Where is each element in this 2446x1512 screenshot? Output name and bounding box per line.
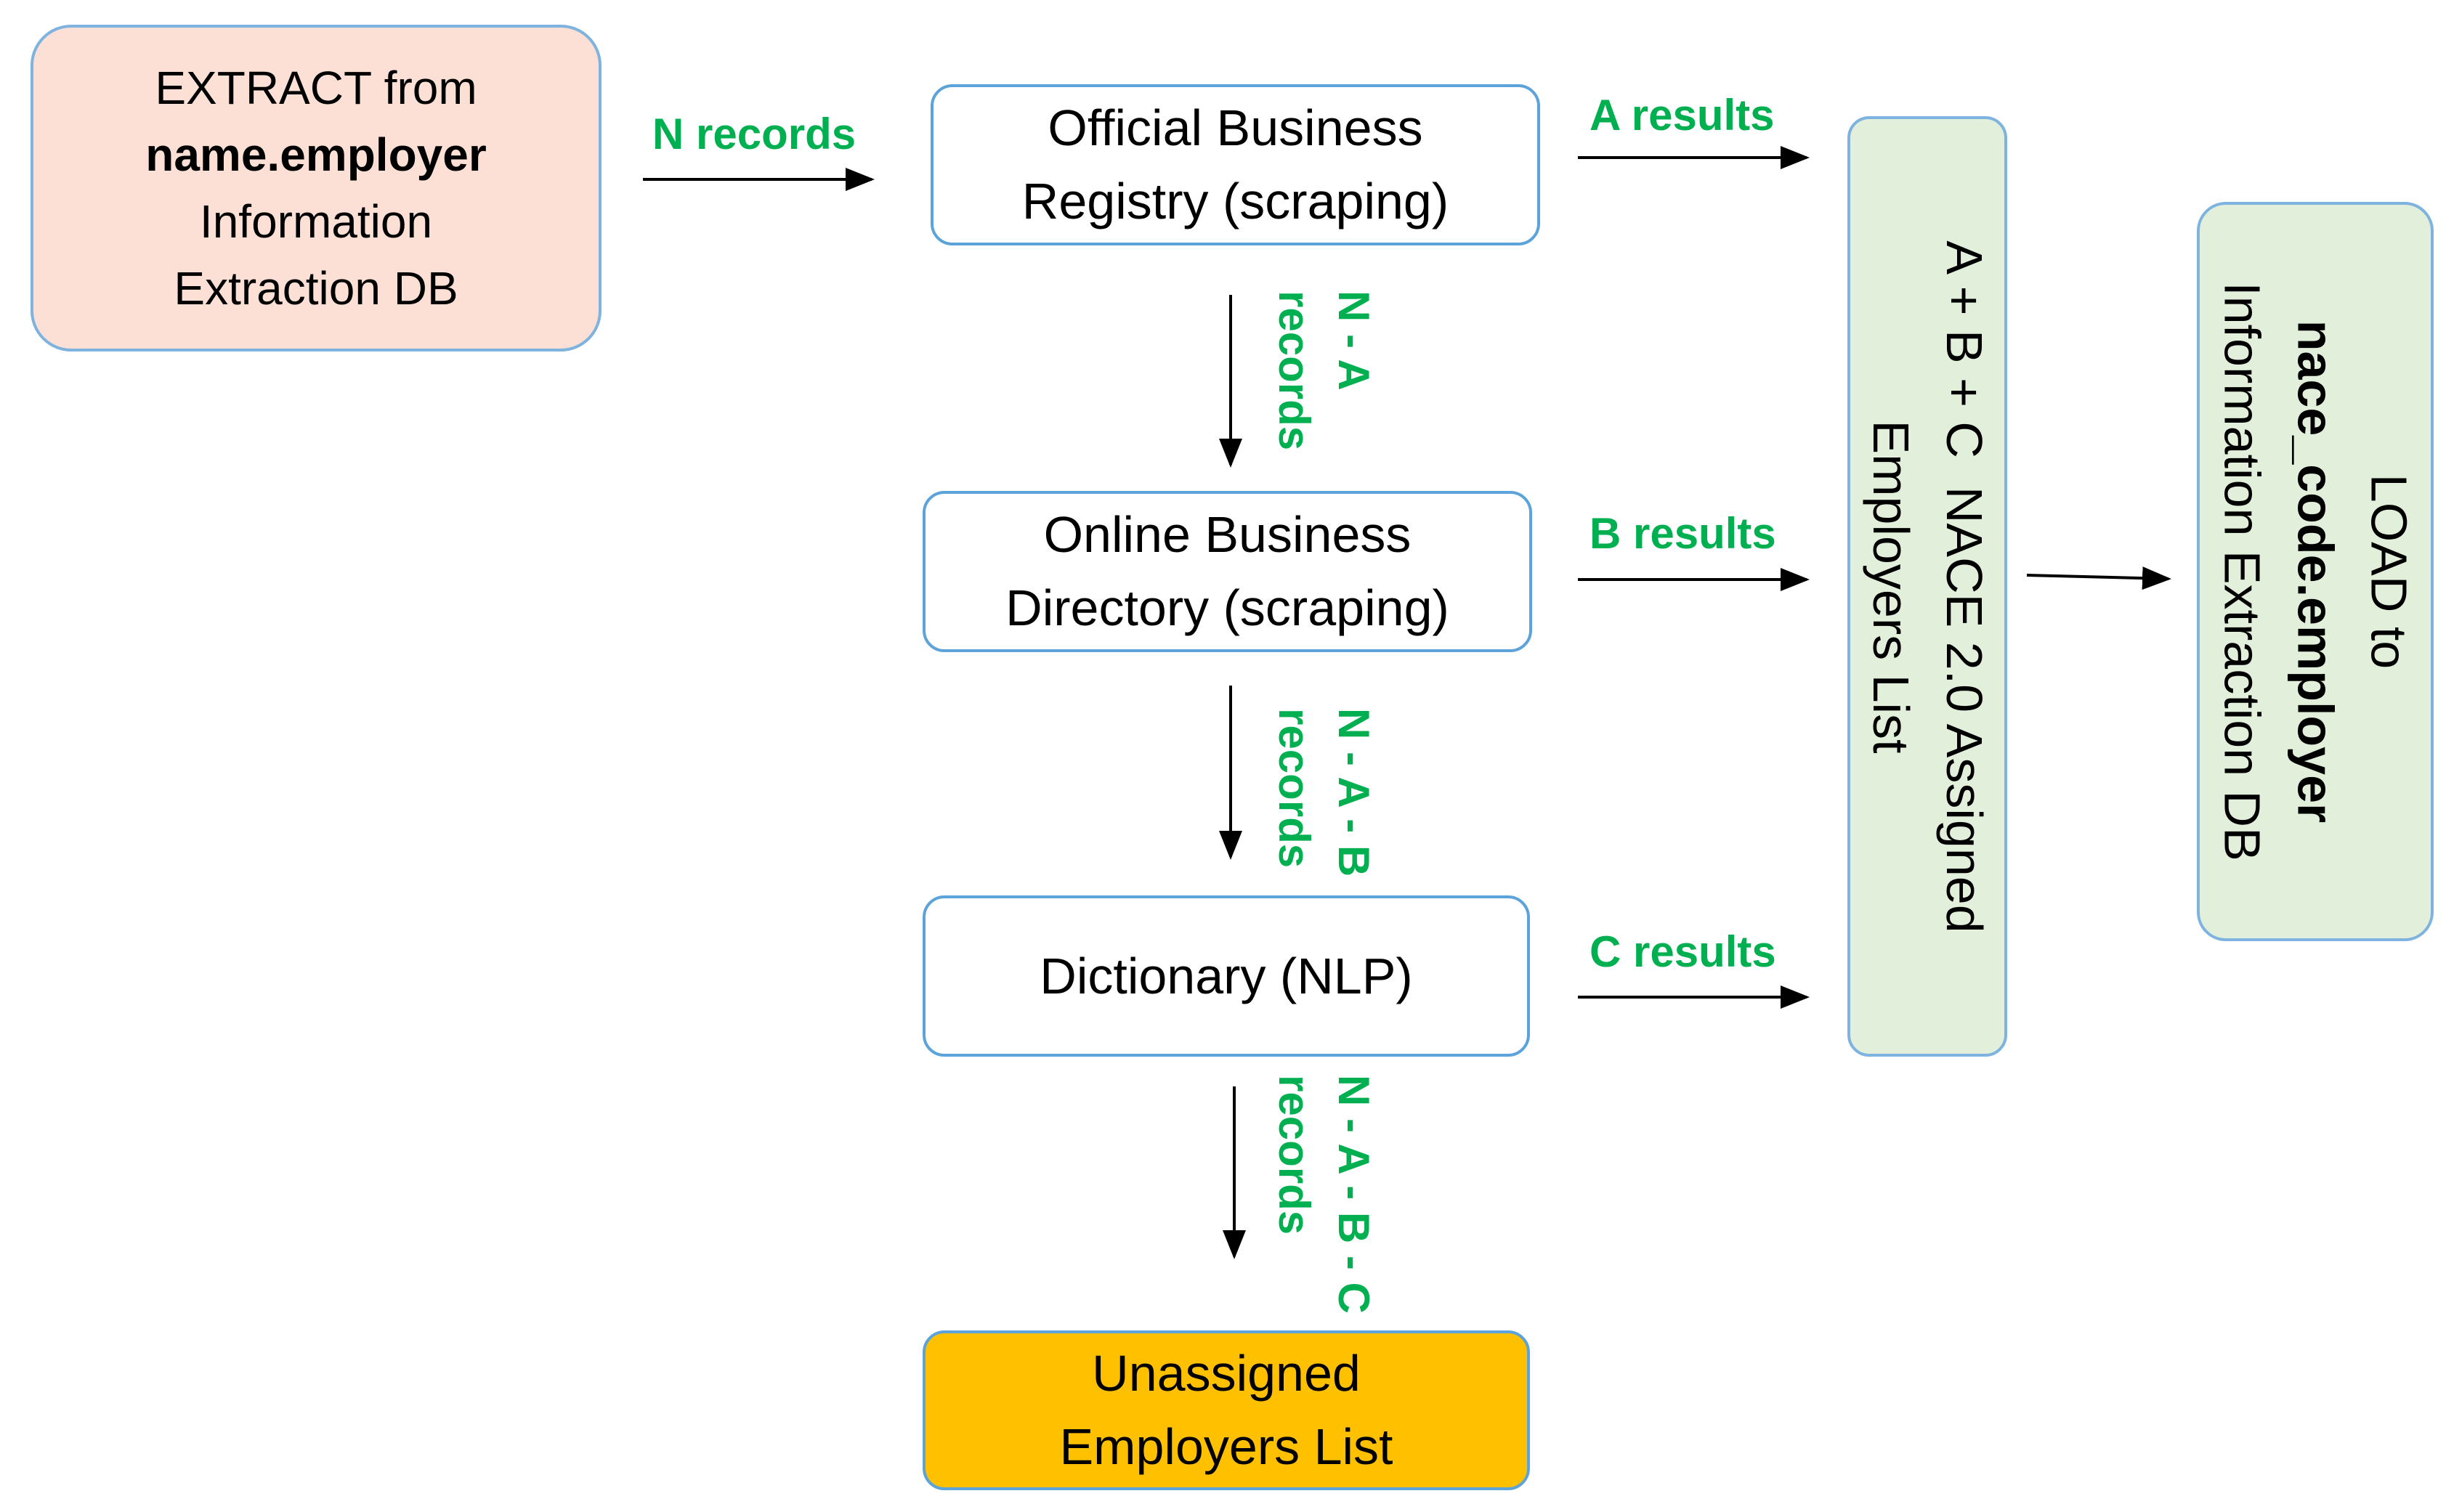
dictionary-label: Dictionary (NLP) — [1040, 947, 1413, 1004]
official-line-2: Registry (scraping) — [1021, 173, 1449, 229]
n-minus-a-b-c-records-label: N - A - B - C records — [1270, 1075, 1378, 1314]
load-line-1: LOAD to — [2360, 473, 2418, 670]
load-line-2: nace_code.employer — [2287, 320, 2344, 824]
unassigned-line-2: Employers List — [1059, 1418, 1393, 1475]
arrow-assigned-to-load — [2026, 566, 2171, 590]
unassigned-line-1: Unassigned — [1092, 1345, 1361, 1402]
online-business-directory-box: Online Business Directory (scraping) — [923, 491, 1532, 652]
n-records-label: N records — [652, 110, 856, 158]
c-results-label: C results — [1590, 927, 1776, 976]
load-line-3: Information Extraction DB — [2214, 282, 2271, 861]
extract-line-1: EXTRACT from — [155, 62, 477, 114]
extract-line-3: Information — [199, 195, 433, 248]
load-target-box: LOAD to nace_code.employer Information E… — [2197, 202, 2434, 941]
n-minus-a-b-records-label: N - A - B records — [1270, 708, 1378, 877]
assigned-employers-list-box: A + B + C NACE 2.0 Assigned Employers Li… — [1847, 116, 2007, 1057]
a-results-label: A results — [1590, 91, 1775, 139]
load-text: LOAD to nace_code.employer Information E… — [2206, 282, 2426, 861]
extract-line-2: name.employer — [145, 129, 487, 181]
b-results-label: B results — [1590, 509, 1776, 558]
assigned-line-2: Employers List — [1863, 419, 1919, 754]
official-business-registry-box: Official Business Registry (scraping) — [931, 84, 1540, 245]
official-line-1: Official Business — [1048, 99, 1423, 156]
extract-line-4: Extraction DB — [174, 262, 458, 314]
assigned-text: A + B + C NACE 2.0 Assigned Employers Li… — [1854, 240, 2001, 932]
n-minus-a-records-label: N - A records — [1270, 290, 1378, 451]
online-line-1: Online Business — [1043, 506, 1412, 563]
online-line-2: Directory (scraping) — [1005, 580, 1449, 636]
extract-source-box: EXTRACT from name.employer Information E… — [31, 25, 602, 351]
dictionary-nlp-box: Dictionary (NLP) — [923, 895, 1530, 1057]
unassigned-employers-box: Unassigned Employers List — [923, 1330, 1530, 1490]
assigned-line-1: A + B + C NACE 2.0 Assigned — [1936, 240, 1993, 933]
